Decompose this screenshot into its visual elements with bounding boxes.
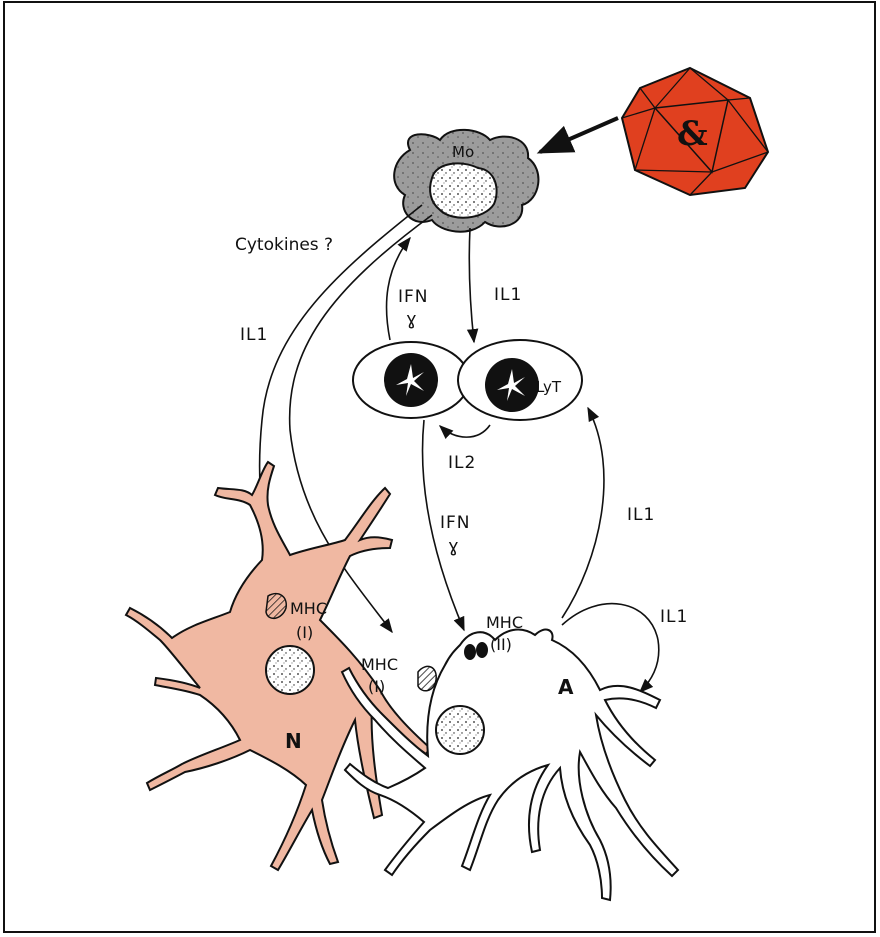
mhc-neuron-label: MHC [290, 599, 327, 618]
astrocyte-label: A [558, 675, 574, 699]
ifn-label-mid: IFN [440, 513, 471, 533]
mhc-astrocyte-right-class: (II) [490, 635, 512, 654]
ifn-label-top: IFN [398, 287, 429, 307]
il1-label-center: IL1 [494, 285, 522, 305]
neuron-label: N [285, 729, 302, 753]
cytokines-label: Cytokines ? [235, 235, 333, 255]
il2-label: IL2 [448, 453, 476, 473]
il1-label-right: IL1 [627, 505, 655, 525]
mhc-astrocyte-left-class: (I) [368, 677, 385, 696]
virus-symbol: & [677, 114, 708, 154]
mhc-neuron-class: (I) [296, 623, 313, 642]
gamma-label-mid: ɣ [448, 536, 459, 557]
arrow-il2 [440, 425, 490, 437]
il1-label-left: IL1 [240, 325, 268, 345]
gamma-label-top: ɣ [406, 309, 417, 330]
arrow-virus-to-macrophage [540, 118, 618, 152]
virus-icosahedron: & [622, 68, 768, 195]
lymphocyte-left [353, 342, 469, 418]
lyt-label: LyT [536, 378, 562, 396]
mhc-astrocyte-right-label: MHC [486, 613, 523, 632]
arrow-il1-to-lymphocyte [469, 228, 474, 342]
mhc-astrocyte-left-label: MHC [361, 655, 398, 674]
lymphocyte-right-lyt [458, 340, 582, 420]
arrow-il1-to-lyt [562, 408, 604, 618]
il1-label-far-right: IL1 [660, 607, 688, 627]
macrophage-label: Mo [452, 143, 474, 161]
